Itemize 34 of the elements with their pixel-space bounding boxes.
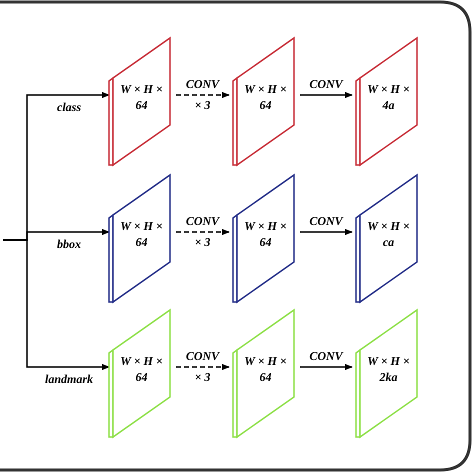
feature-map-plane	[233, 310, 294, 437]
feature-map-plane	[109, 38, 170, 165]
arrow	[176, 364, 230, 370]
edge-label: CONV × 3	[184, 213, 221, 251]
arrow	[300, 228, 353, 236]
plane-label: W × H × 64	[120, 218, 163, 250]
edge-label: CONV	[308, 76, 344, 93]
edge-label: CONV	[308, 213, 344, 230]
edge-label: landmark	[44, 371, 94, 388]
feature-map-plane	[233, 38, 294, 165]
edge-label: CONV	[308, 348, 344, 365]
arrow	[176, 92, 230, 98]
arrow	[300, 92, 353, 98]
edge-label: CONV × 3	[184, 348, 221, 386]
edge-label: CONV × 3	[184, 76, 221, 114]
plane-label: W × H × 64	[244, 353, 287, 385]
plane-label: W × H × ca	[367, 218, 410, 250]
feature-map-plane	[356, 175, 417, 302]
feature-map-plane	[356, 38, 417, 165]
feature-map-plane	[356, 310, 417, 437]
arrow	[176, 228, 230, 236]
feature-map-plane	[233, 175, 294, 302]
feature-map-plane	[109, 310, 170, 437]
arrow	[300, 364, 353, 370]
plane-label: W × H × 4a	[367, 81, 410, 113]
edge-label: class	[56, 99, 82, 116]
plane-label: W × H × 64	[244, 218, 287, 250]
edge-label: bbox	[56, 236, 82, 253]
plane-label: W × H × 64	[120, 353, 163, 385]
plane-label: W × H × 2ka	[367, 353, 410, 385]
plane-label: W × H × 64	[120, 81, 163, 113]
plane-label: W × H × 64	[244, 81, 287, 113]
arrow	[3, 239, 110, 370]
feature-map-plane	[109, 175, 170, 302]
